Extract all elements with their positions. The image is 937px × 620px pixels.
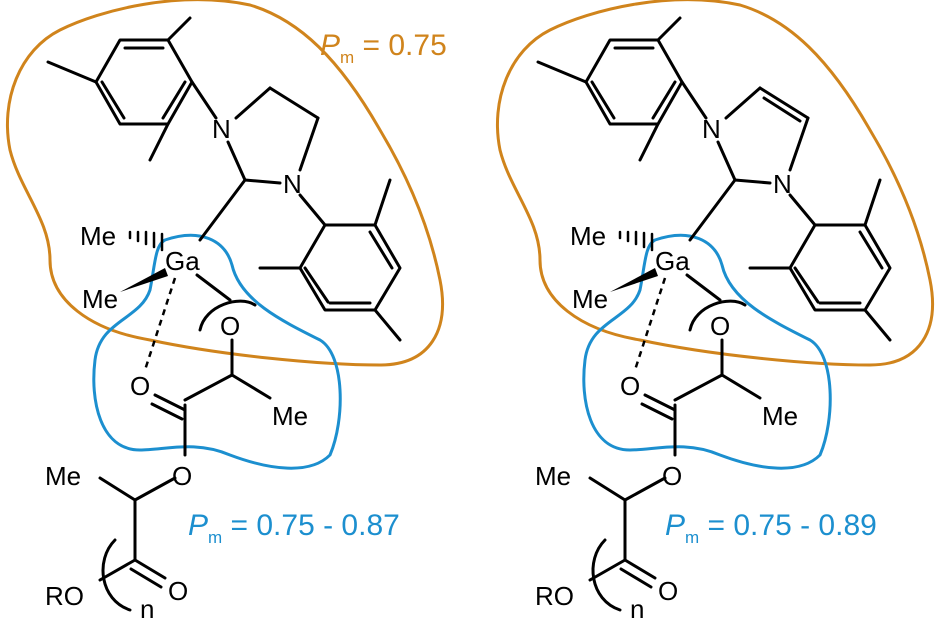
right-paren-lower — [591, 538, 622, 612]
left-o-chain-label: O — [168, 576, 188, 606]
left-o-carbonyl-label: O — [130, 371, 150, 401]
right-solid-wedge — [610, 268, 658, 292]
right-hashed-wedge — [618, 230, 654, 252]
left-nhc-ring: N N — [198, 86, 320, 242]
left-o-ester-label: O — [172, 461, 192, 491]
left-me1-label: Me — [80, 221, 116, 251]
left-paren-lower — [101, 538, 132, 612]
right-mesityl-top — [536, 16, 708, 162]
right-complex: N N Ga Me Me — [495, 0, 934, 620]
left-n1-label: N — [212, 114, 231, 144]
right-ga-label: Ga — [655, 246, 690, 276]
right-mesityl-right — [748, 178, 892, 342]
left-ligand-region — [5, 0, 444, 367]
left-complex: N N Ga Me Me — [5, 0, 447, 620]
left-n2-label: N — [283, 169, 302, 199]
left-me-lactate-label: Me — [272, 401, 308, 431]
right-me-chain-label: Me — [535, 461, 571, 491]
left-o-ring-label: O — [220, 311, 240, 341]
left-mesityl-right — [258, 178, 402, 342]
right-o-ester-label: O — [662, 461, 682, 491]
right-o-ring-label: O — [710, 311, 730, 341]
right-paren-upper — [688, 299, 747, 332]
left-n-label: n — [140, 594, 154, 620]
left-chain-region — [92, 233, 342, 470]
left-solid-wedge — [120, 268, 168, 292]
right-me2-label: Me — [572, 284, 608, 314]
left-me-chain-label: Me — [45, 461, 81, 491]
right-ligand-region — [495, 0, 934, 367]
right-n1-label: N — [702, 114, 721, 144]
right-chain-pm: Pm = 0.75 - 0.89 — [665, 509, 877, 547]
right-n2-label: N — [773, 169, 792, 199]
left-hashed-wedge — [128, 230, 164, 252]
left-ga-label: Ga — [165, 246, 200, 276]
left-ro-label: RO — [45, 581, 84, 611]
right-me-lactate-label: Me — [762, 401, 798, 431]
left-mesityl-top — [46, 16, 218, 162]
left-me2-label: Me — [82, 284, 118, 314]
right-o-chain-label: O — [658, 576, 678, 606]
left-chain-pm: Pm = 0.75 - 0.87 — [188, 509, 400, 547]
right-nhc-ring: N N — [688, 86, 810, 242]
right-ro-label: RO — [535, 581, 574, 611]
right-o-carbonyl-label: O — [620, 371, 640, 401]
left-ligand-pm: Pm = 0.75 — [320, 29, 447, 67]
left-paren-upper — [198, 299, 257, 332]
right-me1-label: Me — [570, 221, 606, 251]
right-n-label: n — [630, 594, 644, 620]
right-chain-region — [582, 233, 832, 470]
